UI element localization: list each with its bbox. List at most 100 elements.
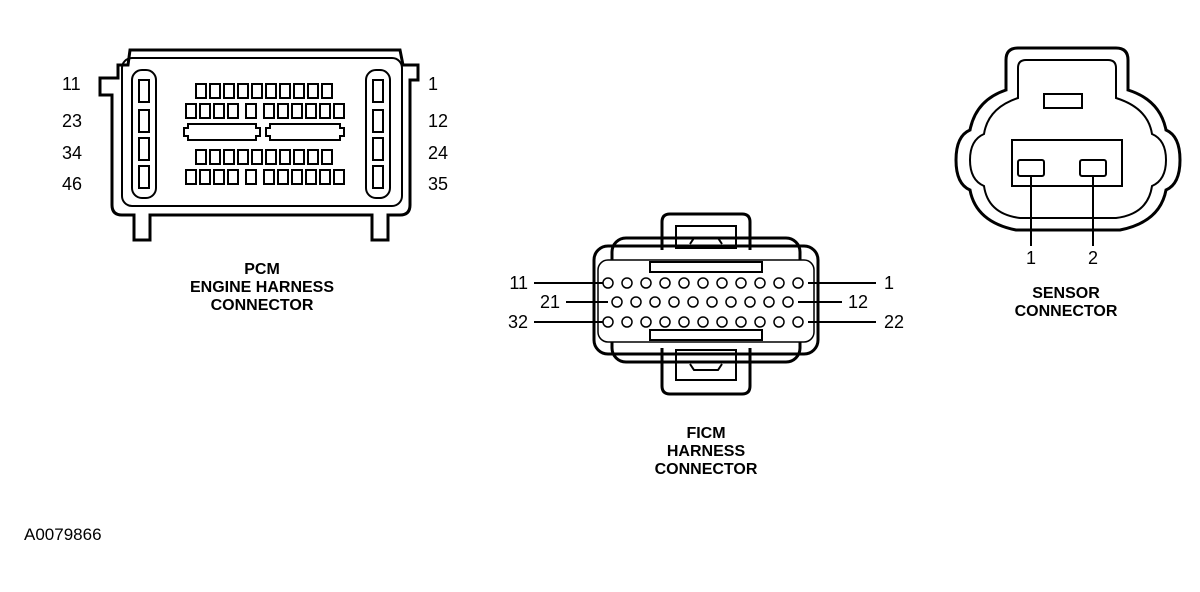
pcm-pin-label-12: 12: [428, 111, 448, 131]
pcm-left-column: [131, 69, 157, 199]
pcm-pin-cavity: [223, 149, 235, 165]
pcm-pin-label-23: 23: [62, 111, 82, 131]
pcm-pin-cavity: [277, 103, 289, 119]
pcm-pin-cavity: [209, 83, 221, 99]
pcm-pin-cavity: [321, 149, 333, 165]
ficm-pin-cavity: [754, 316, 766, 328]
figure-reference-code: A0079866: [24, 525, 102, 544]
ficm-pin-cavity: [716, 277, 728, 289]
pcm-pin-label-46: 46: [62, 174, 82, 194]
sensor-pin-label-2: 2: [1088, 248, 1098, 268]
pcm-pin-cavity: [251, 149, 263, 165]
ficm-pin-cavity: [773, 277, 785, 289]
ficm-pin-cavity: [602, 316, 614, 328]
ficm-pin-cavity: [678, 316, 690, 328]
pcm-pin-cavity: [227, 169, 239, 185]
pcm-pin-cavity: [319, 169, 331, 185]
ficm-pin-label-21: 21: [540, 292, 560, 312]
pcm-pin-cavity: [223, 83, 235, 99]
pcm-caption-line-2: ENGINE HARNESS: [190, 279, 334, 296]
ficm-pin-cavities: [602, 277, 804, 328]
pcm-right-column-cavity: [372, 109, 384, 133]
sensor-caption-line-1: SENSOR: [1032, 285, 1100, 302]
ficm-pin-cavity: [735, 316, 747, 328]
pcm-pin-cavity: [185, 103, 197, 119]
ficm-pin-cavity: [659, 316, 671, 328]
pcm-pin-cavity: [321, 83, 333, 99]
pcm-pin-cavity: [245, 103, 257, 119]
pcm-pin-cavity: [199, 103, 211, 119]
pcm-pin-cavity: [245, 169, 257, 185]
ficm-pin-cavity: [649, 296, 661, 308]
pcm-pin-cavity: [305, 103, 317, 119]
ficm-connector-body: [592, 244, 820, 356]
pcm-center-cavity-left: [183, 123, 261, 141]
ficm-pin-cavity: [706, 296, 718, 308]
ficm-bottom-key: [649, 329, 763, 341]
sensor-connector-body: [954, 46, 1182, 232]
ficm-caption-line-1: FICM: [686, 425, 725, 442]
pcm-pin-cavity: [185, 169, 197, 185]
ficm-pin-cavity: [792, 316, 804, 328]
pcm-left-column-cavity: [138, 165, 150, 189]
pcm-caption-line-1: PCM: [244, 261, 280, 278]
pcm-right-column: [365, 69, 391, 199]
ficm-pin-cavity: [602, 277, 614, 289]
pcm-right-column-cavity: [372, 79, 384, 103]
sensor-pin-cavity-1: [1017, 159, 1045, 177]
ficm-pin-cavity: [621, 316, 633, 328]
ficm-connector: [592, 212, 820, 396]
ficm-pin-label-32: 32: [508, 312, 528, 332]
pcm-pin-cavity: [319, 103, 331, 119]
pcm-pin-cavity: [209, 149, 221, 165]
sensor-connector: [954, 46, 1182, 246]
pcm-left-column-cavity: [138, 137, 150, 161]
pcm-pin-cavity: [213, 103, 225, 119]
ficm-pin-cavity: [659, 277, 671, 289]
ficm-pin-cavity: [735, 277, 747, 289]
pcm-pin-cavity: [237, 149, 249, 165]
pcm-pin-cavity: [293, 83, 305, 99]
ficm-pin-cavity: [725, 296, 737, 308]
ficm-caption-line-2: HARNESS: [667, 443, 746, 460]
pcm-left-column-cavity: [138, 79, 150, 103]
ficm-pin-cavity: [621, 277, 633, 289]
ficm-pin-cavity: [754, 277, 766, 289]
pcm-pin-cavity: [305, 169, 317, 185]
pcm-right-column-cavity: [372, 165, 384, 189]
ficm-pin-cavity: [640, 277, 652, 289]
ficm-pin-cavity: [744, 296, 756, 308]
pcm-pin-label-1: 1: [428, 74, 438, 94]
pcm-pin-cavity: [333, 103, 345, 119]
pcm-pin-cavity: [293, 149, 305, 165]
ficm-pin-label-1: 1: [884, 273, 894, 293]
pcm-pin-cavity: [265, 149, 277, 165]
pcm-pin-cavity: [291, 169, 303, 185]
pcm-center-cavity-right: [265, 123, 345, 141]
pcm-pin-label-24: 24: [428, 143, 448, 163]
ficm-pin-cavity: [792, 277, 804, 289]
pcm-pin-cavity: [195, 149, 207, 165]
ficm-pin-cavity: [763, 296, 775, 308]
pcm-connector-body: [98, 48, 420, 242]
ficm-pin-cavity: [611, 296, 623, 308]
pcm-pin-cavity: [307, 83, 319, 99]
pcm-pin-cavity: [279, 149, 291, 165]
pcm-left-column-cavity: [138, 109, 150, 133]
pcm-pin-cavity: [279, 83, 291, 99]
pcm-pin-label-11: 11: [62, 74, 81, 94]
pcm-right-column-cavity: [372, 137, 384, 161]
pcm-pin-cavity: [199, 169, 211, 185]
pcm-pin-cavity: [263, 169, 275, 185]
ficm-pin-cavity: [630, 296, 642, 308]
sensor-pin-cavity-2: [1079, 159, 1107, 177]
pcm-pin-cavity: [251, 83, 263, 99]
sensor-caption-line-2: CONNECTOR: [1015, 303, 1118, 320]
ficm-pin-label-22: 22: [884, 312, 904, 332]
ficm-pin-cavity: [782, 296, 794, 308]
ficm-top-key: [649, 261, 763, 273]
ficm-pin-cavity: [773, 316, 785, 328]
pcm-pin-cavity: [333, 169, 345, 185]
ficm-pin-cavity: [697, 316, 709, 328]
